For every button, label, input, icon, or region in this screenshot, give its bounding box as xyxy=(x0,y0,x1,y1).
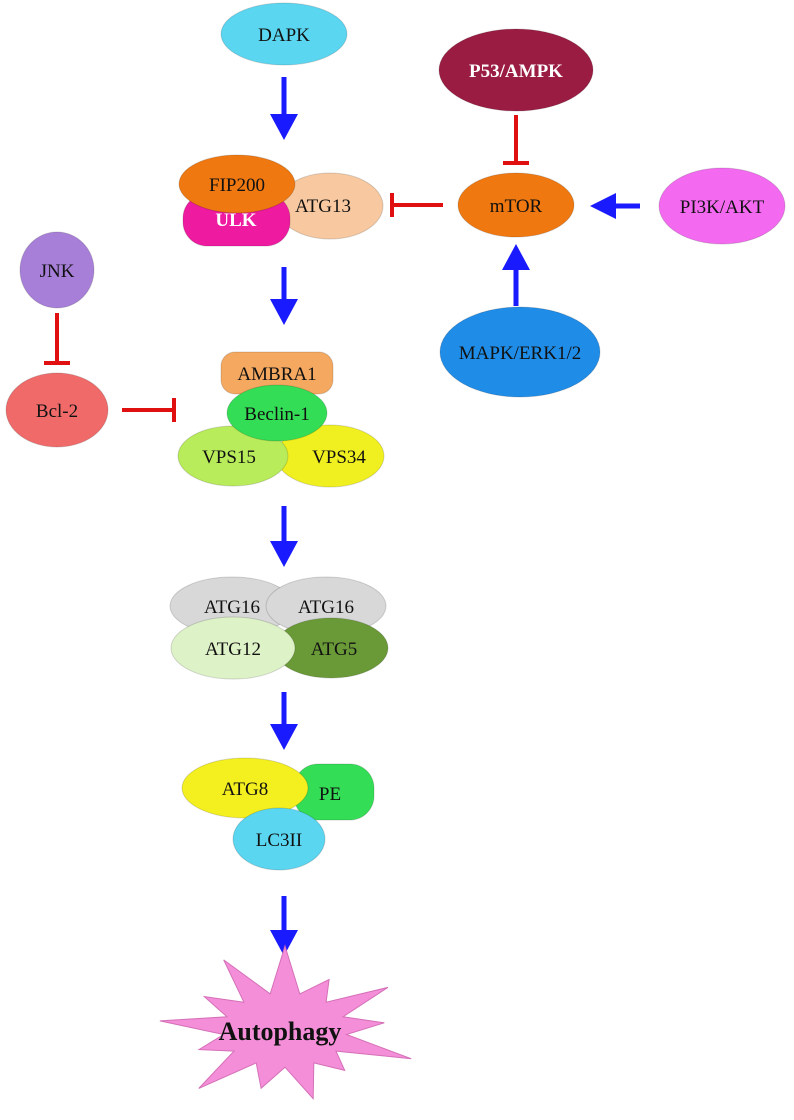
jnk-node: JNK xyxy=(19,231,95,309)
autophagy-label: Autophagy xyxy=(219,1017,342,1046)
inhibit-bcl2-to-beclin1 xyxy=(122,398,176,422)
beclin1-complex: VPS34 VPS15 AMBRA1 Beclin-1 xyxy=(177,351,385,488)
jnk-label: JNK xyxy=(40,261,75,282)
beclin1-label: Beclin-1 xyxy=(244,404,309,425)
vps34-label: VPS34 xyxy=(312,447,366,468)
ulk-label: ULK xyxy=(215,210,256,231)
ulk-complex: ATG13 ULK FIP200 xyxy=(178,154,384,247)
arrow-lc3ii-to-autophagy xyxy=(270,896,298,956)
atg16-complex: ATG16 ATG16 ATG5 ATG12 xyxy=(169,576,389,680)
dapk-node: DAPK xyxy=(220,2,348,66)
autophagy-burst: Autophagy xyxy=(159,944,412,1100)
arrow-pi3k-akt-to-mtor xyxy=(590,193,640,219)
mtor-label: mTOR xyxy=(490,196,543,217)
inhibit-p53-ampk-to-mtor xyxy=(503,115,529,165)
dapk-label: DAPK xyxy=(258,25,310,46)
inhibit-mtor-to-atg13 xyxy=(390,193,443,217)
lc3-complex: PE ATG8 LC3II xyxy=(181,757,375,871)
bcl2-label: Bcl-2 xyxy=(36,401,78,422)
pi3k-akt-label: PI3K/AKT xyxy=(680,197,765,218)
ambra1-label: AMBRA1 xyxy=(237,364,316,385)
autophagy-starburst-shape xyxy=(159,944,412,1100)
inhibition-lines xyxy=(44,115,529,422)
fip200-label: FIP200 xyxy=(209,175,265,196)
arrow-dapk-to-ulk-complex xyxy=(270,77,298,140)
inhibit-jnk-to-bcl2 xyxy=(44,313,70,365)
vps15-label: VPS15 xyxy=(202,447,256,468)
p53-ampk-node: P53/AMPK xyxy=(438,28,594,112)
arrow-mapk-erk-to-mtor xyxy=(502,244,530,306)
atg16-right-label: ATG16 xyxy=(298,597,354,618)
lc3ii-label: LC3II xyxy=(256,830,302,851)
atg12-label: ATG12 xyxy=(205,639,261,660)
arrow-ulk-complex-to-beclin-complex xyxy=(270,267,298,325)
atg16-left-label: ATG16 xyxy=(204,597,260,618)
atg5-label: ATG5 xyxy=(311,639,357,660)
bcl2-node: Bcl-2 xyxy=(5,372,109,448)
mtor-node: mTOR xyxy=(457,172,575,238)
activation-arrows xyxy=(270,77,640,956)
atg8-label: ATG8 xyxy=(222,779,268,800)
arrow-atg16-complex-to-lc3ii xyxy=(270,692,298,750)
pi3k-akt-node: PI3K/AKT xyxy=(658,167,786,245)
mapk-erk-label: MAPK/ERK1/2 xyxy=(459,343,581,364)
atg13-label: ATG13 xyxy=(295,196,351,217)
mapk-erk-node: MAPK/ERK1/2 xyxy=(439,306,601,398)
p53-ampk-label: P53/AMPK xyxy=(469,61,563,82)
pe-label: PE xyxy=(319,784,341,805)
arrow-beclin-complex-to-atg16-complex xyxy=(270,506,298,567)
